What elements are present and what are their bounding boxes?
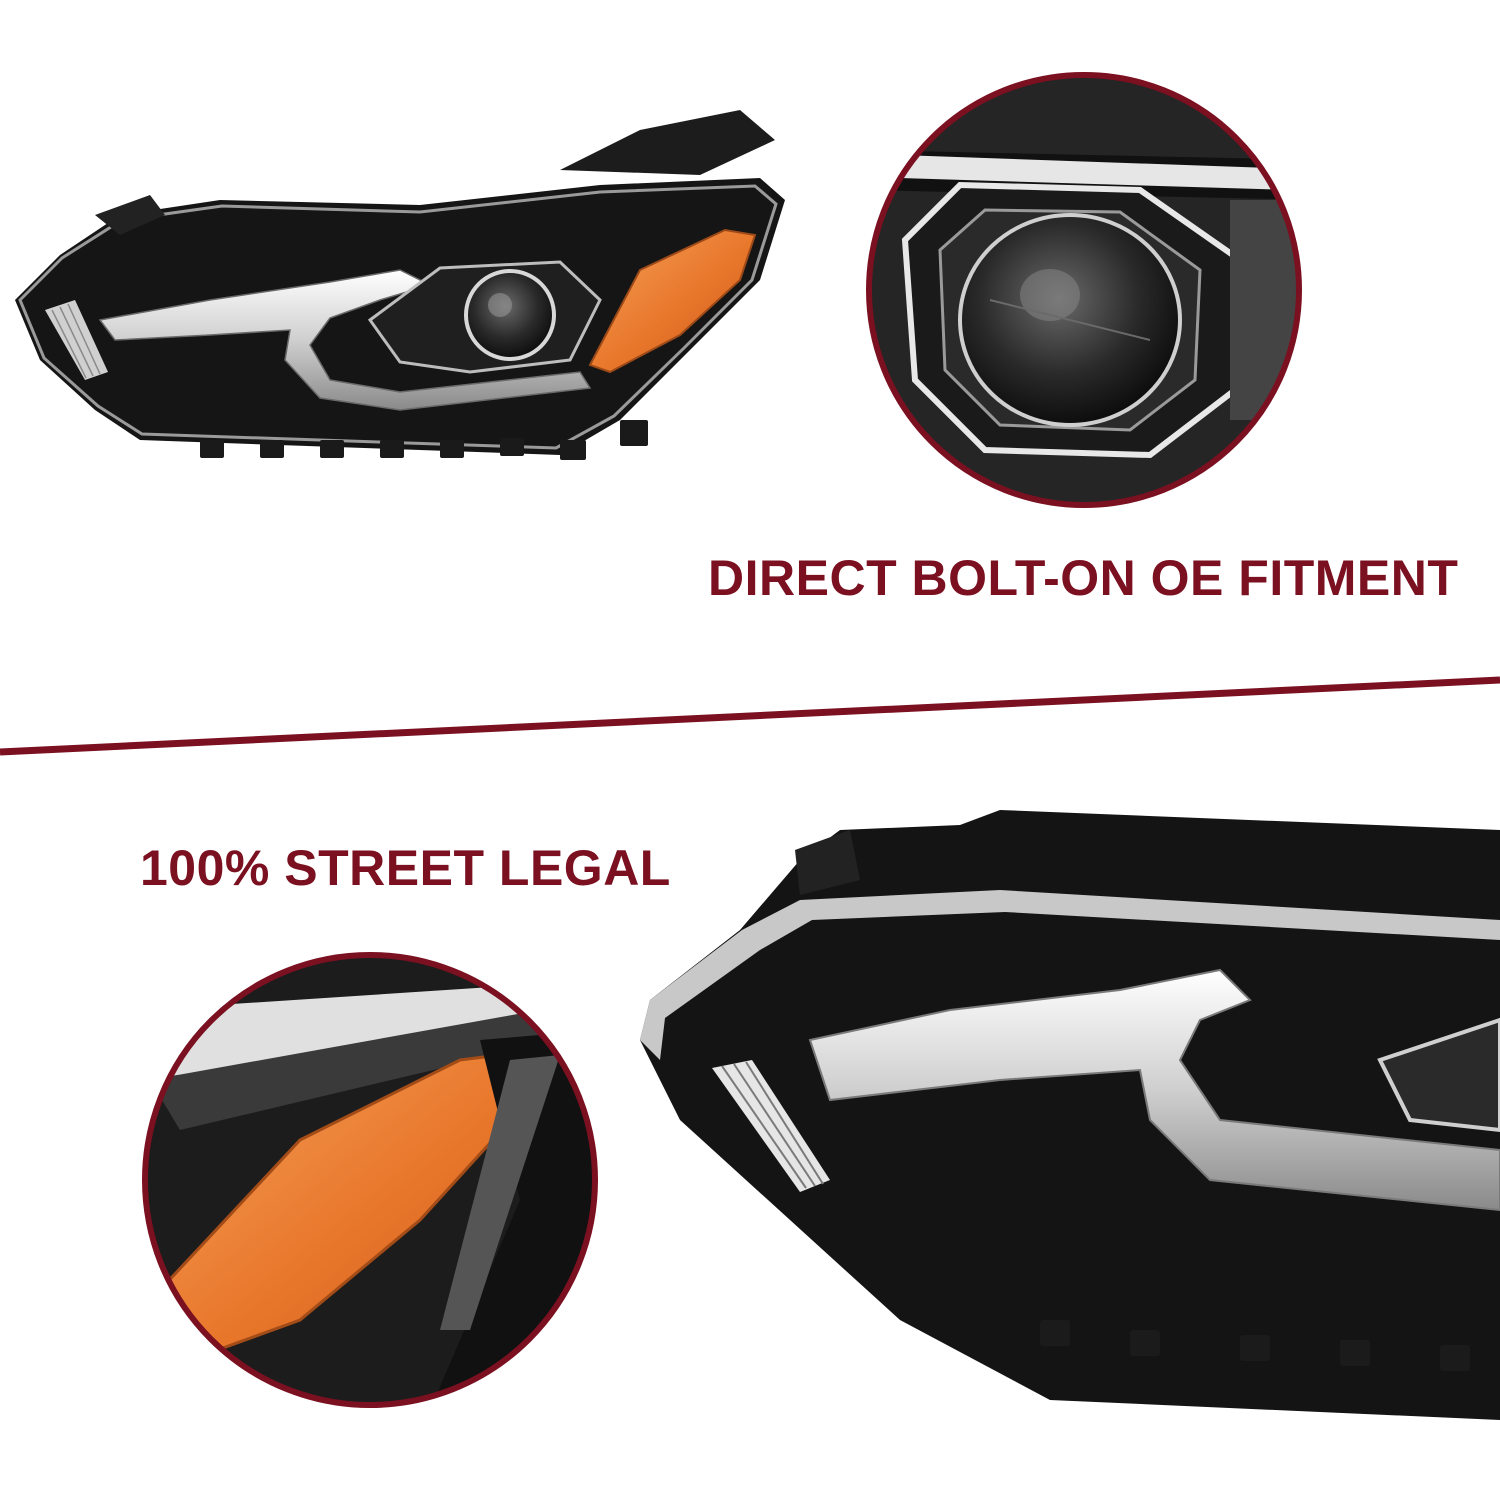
headlight-detail-view xyxy=(640,810,1500,1420)
headlight-full-view xyxy=(15,110,785,460)
projector-closeup xyxy=(866,72,1302,508)
diagonal-divider xyxy=(0,676,1500,756)
closeup-ring-bottom xyxy=(142,952,598,1408)
street-legal-caption: 100% STREET LEGAL xyxy=(140,840,671,896)
fitment-caption: DIRECT BOLT-ON OE FITMENT xyxy=(708,550,1459,606)
amber-marker-closeup xyxy=(142,952,598,1408)
closeup-ring-top xyxy=(866,72,1302,508)
